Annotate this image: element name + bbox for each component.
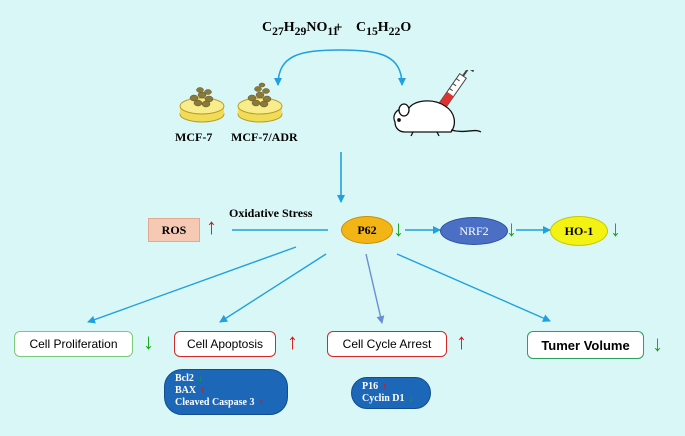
plus-sign: + xyxy=(334,20,343,36)
apoptosis-markers-pill: Bcl2↓ BAX↑ Cleaved Caspase 3↑ xyxy=(164,369,288,415)
arrow-to-proliferation xyxy=(87,246,297,324)
marker-row: P16↑ xyxy=(362,381,420,393)
marker-row: Cleaved Caspase 3↑ xyxy=(175,397,277,409)
split-arrow-left xyxy=(274,49,341,86)
cell-proliferation-box: Cell Proliferation xyxy=(14,331,133,357)
cycle-arrest-up-arrow-icon: ↑ xyxy=(456,329,467,354)
ho1-down-arrow-icon: ↓ xyxy=(610,216,621,241)
arrow-to-apoptosis xyxy=(219,253,327,323)
proliferation-down-arrow-icon: ↓ xyxy=(143,329,154,354)
nrf2-down-arrow-icon: ↓ xyxy=(506,216,517,241)
marker-label: Cyclin D1 xyxy=(362,393,405,404)
marker-down-arrow-icon: ↓ xyxy=(408,393,414,404)
marker-up-arrow-icon: ↑ xyxy=(200,385,206,396)
compound-formula-2: C15H22O xyxy=(356,20,412,38)
compound-formula-1: C27H29NO11 xyxy=(262,20,339,38)
marker-down-arrow-icon: ↓ xyxy=(197,373,203,384)
marker-up-arrow-icon: ↑ xyxy=(382,381,388,392)
oxidative-stress-label: Oxidative Stress xyxy=(229,206,313,220)
cell-line-label: MCF-7/ADR xyxy=(231,130,298,144)
split-arrow-right xyxy=(339,49,406,86)
marker-label: BAX xyxy=(175,385,197,396)
petri-dish-icon xyxy=(179,87,225,123)
arrow-to-cycle-arrest xyxy=(365,253,385,324)
mouse-icon xyxy=(393,100,482,137)
p62-node: P62 xyxy=(341,216,393,244)
tumor-down-arrow-icon: ↓ xyxy=(652,331,663,356)
apoptosis-up-arrow-icon: ↑ xyxy=(287,329,298,354)
marker-row: Cyclin D1↓ xyxy=(362,393,420,405)
cell-cycle-arrest-box: Cell Cycle Arrest xyxy=(327,331,447,357)
cell-apoptosis-box: Cell Apoptosis xyxy=(174,331,276,357)
arrow-to-tumor xyxy=(396,253,551,322)
marker-up-arrow-icon: ↑ xyxy=(258,397,264,408)
ros-up-arrow-icon: ↑ xyxy=(206,214,217,239)
p62-down-arrow-icon: ↓ xyxy=(393,216,404,241)
marker-label: P16 xyxy=(362,381,379,392)
mouse-injection-icon xyxy=(393,70,482,137)
ros-box: ROS xyxy=(148,218,200,242)
cell-line-label: MCF-7 xyxy=(175,130,213,144)
petri-dish-icon xyxy=(237,82,283,123)
tumor-volume-box: Tumer Volume xyxy=(527,331,644,359)
ho1-node: HO-1 xyxy=(550,216,608,246)
marker-label: Cleaved Caspase 3 xyxy=(175,397,255,408)
marker-row: BAX↑ xyxy=(175,385,277,397)
marker-row: Bcl2↓ xyxy=(175,373,277,385)
nrf2-node: NRF2 xyxy=(440,217,508,245)
marker-label: Bcl2 xyxy=(175,373,194,384)
cell-cycle-markers-pill: P16↑ Cyclin D1↓ xyxy=(351,377,431,409)
petri-dish-icons xyxy=(179,82,283,123)
